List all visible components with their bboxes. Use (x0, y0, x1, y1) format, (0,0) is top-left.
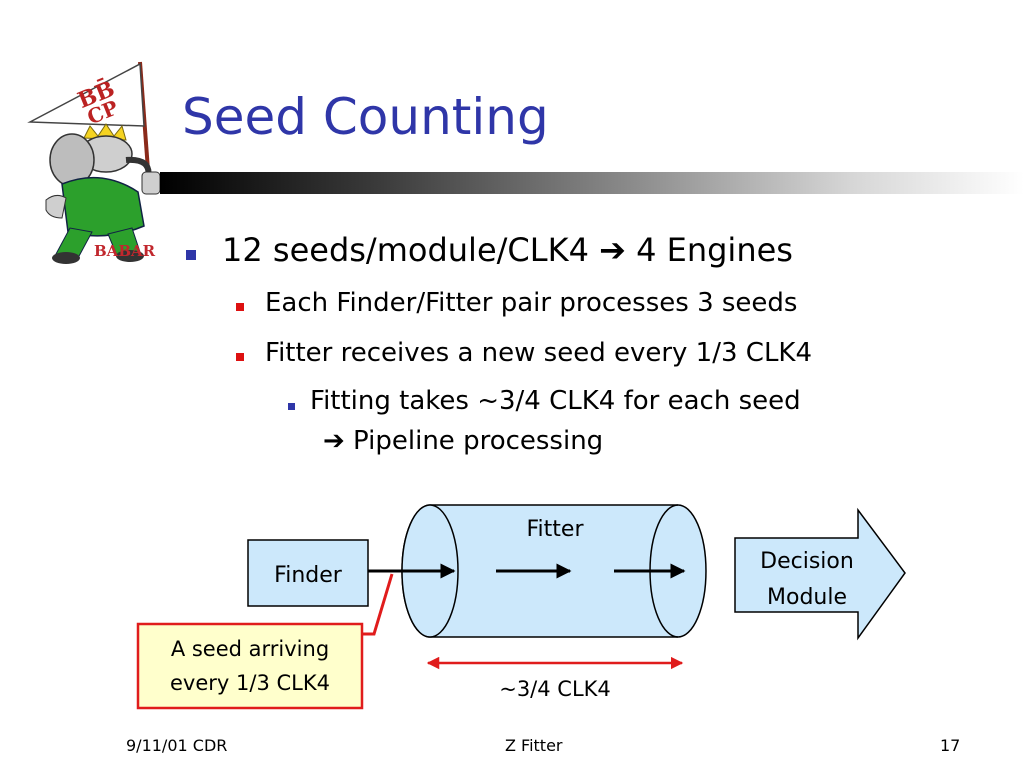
babar-logo: BB̄ CP BABAR (27, 61, 161, 264)
footer-page-number: 17 (940, 736, 961, 755)
bullet-marker (236, 353, 244, 361)
svg-text:BABAR: BABAR (94, 242, 156, 260)
bullet-item: Fitter receives a new seed every 1/3 CLK… (265, 338, 813, 368)
slide-title: Seed Counting (182, 88, 549, 146)
finder-label: Finder (274, 563, 343, 588)
bullet-item: ➔ Pipeline processing (323, 426, 604, 456)
bullet-item: Each Finder/Fitter pair processes 3 seed… (265, 288, 798, 318)
note-line-1: A seed arriving (171, 637, 329, 661)
footer-title: Z Fitter (505, 736, 563, 755)
title-gradient-bar (160, 172, 1024, 194)
note-box (136, 622, 364, 710)
bullet-item: 12 seeds/module/CLK4 ➔ 4 Engines (222, 231, 793, 269)
bullet-marker (186, 250, 196, 260)
bullet-marker (236, 303, 244, 311)
note-line-2: every 1/3 CLK4 (170, 671, 330, 695)
span-label: ~3/4 CLK4 (499, 677, 611, 701)
callout-connector (362, 573, 394, 636)
footer-date: 9/11/01 CDR (126, 736, 228, 755)
finder-box (247, 539, 369, 607)
bullet-marker (288, 403, 295, 410)
fitter-label: Fitter (527, 517, 585, 542)
decision-module-box (734, 507, 906, 641)
decision-label-line-2: Module (767, 585, 847, 610)
decision-label-line-1: Decision (760, 549, 854, 574)
bullet-item: Fitting takes ~3/4 CLK4 for each seed (310, 386, 801, 416)
